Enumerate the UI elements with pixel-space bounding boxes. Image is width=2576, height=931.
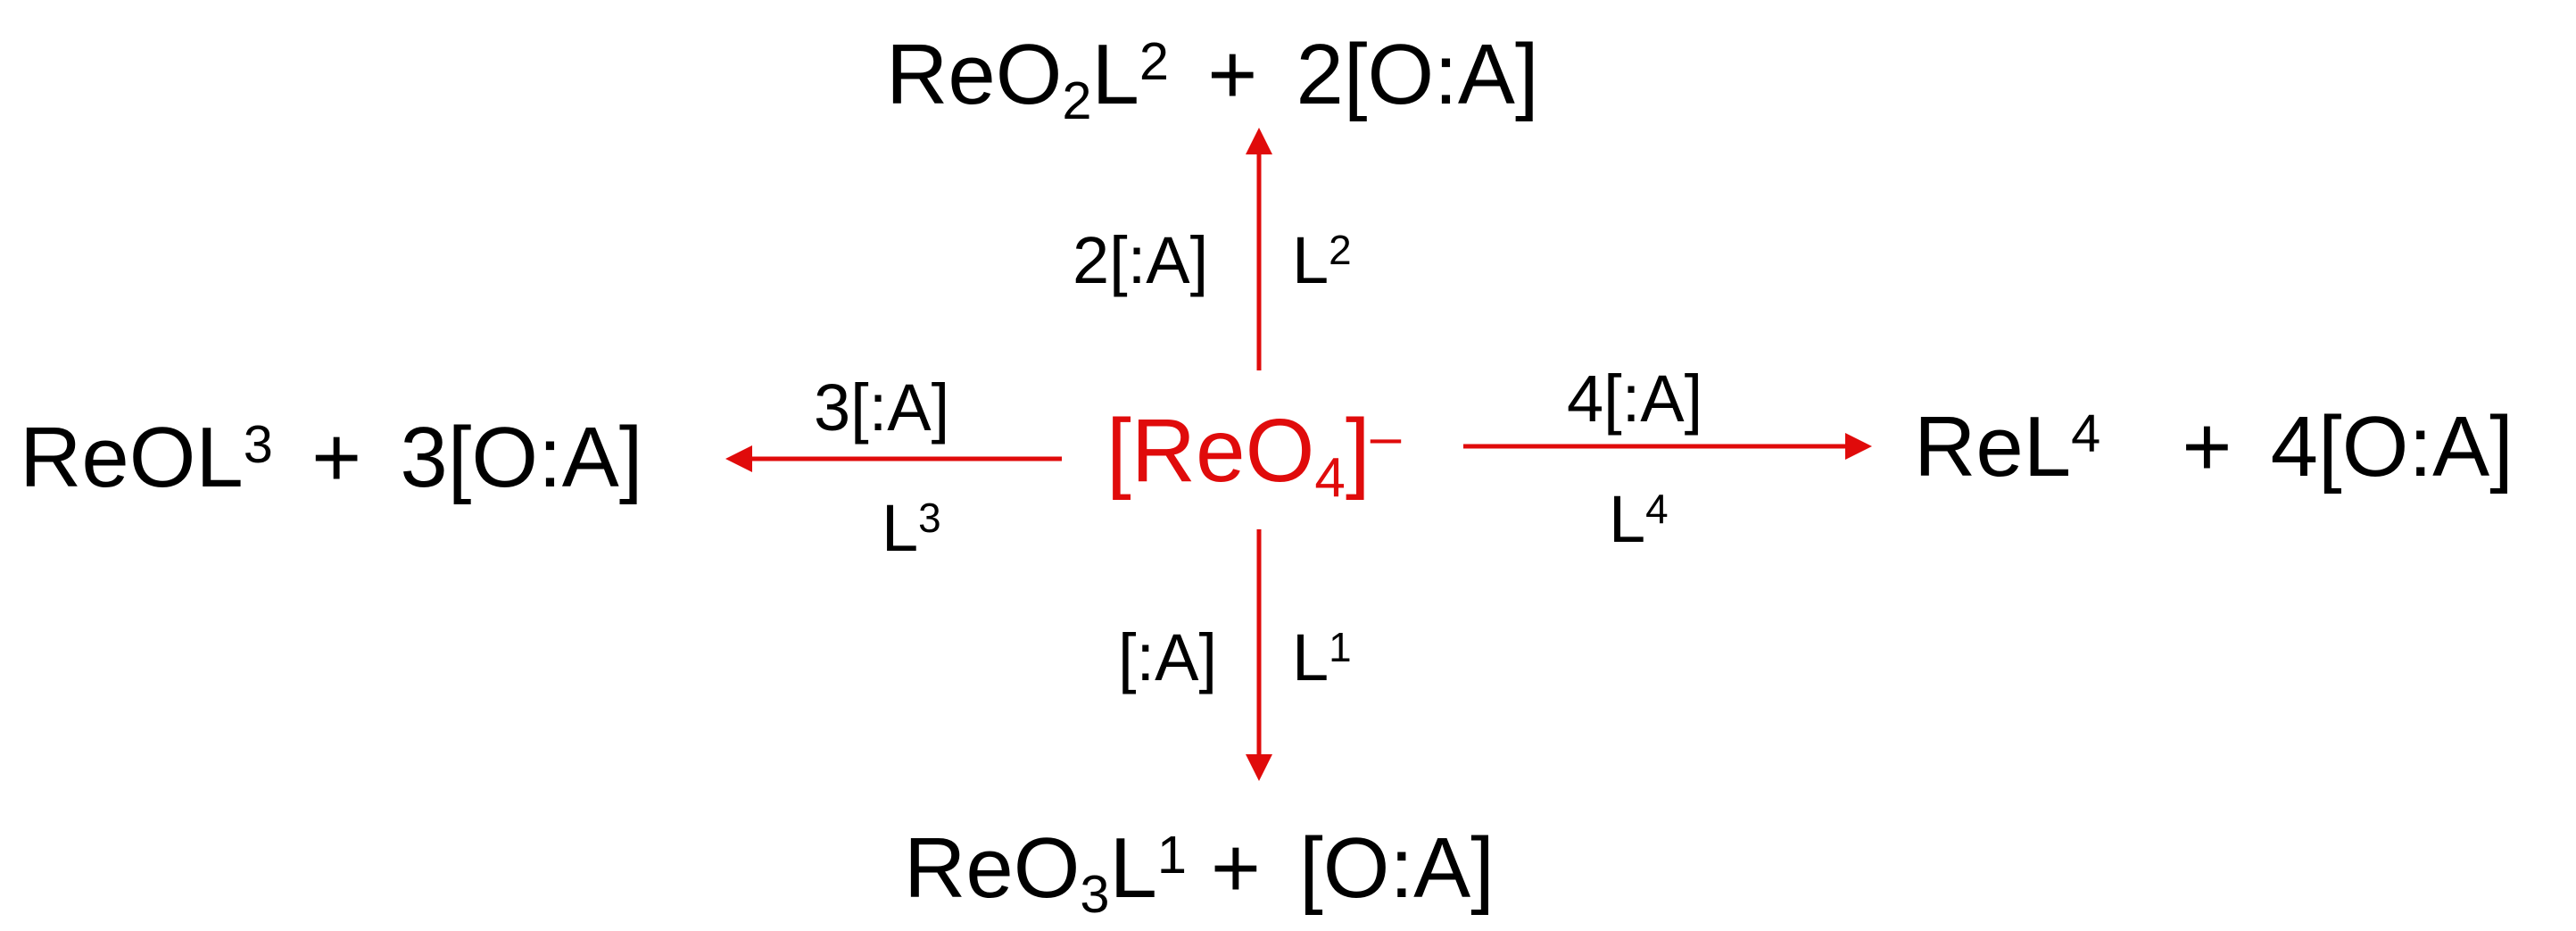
right-ligand: L4	[1609, 482, 1669, 556]
bottom-ligand: L1	[1292, 620, 1352, 694]
left-reagent: 3[:A]	[814, 370, 950, 445]
plus-sign: +	[311, 410, 362, 505]
left-product: ReOL3+3[O:A]	[20, 410, 643, 505]
bottom-coproduct: [O:A]	[1299, 820, 1495, 916]
perrhenate-reactant: [ReO4]–	[1106, 406, 1402, 506]
top-reagent: 2[:A]	[1073, 223, 1209, 297]
bottom-reagent: [:A]	[1118, 620, 1218, 694]
top-product: ReO2L2+2[O:A]	[886, 27, 1539, 130]
plus-sign: +	[1210, 820, 1261, 916]
bottom-product: ReO3L1+[O:A]	[904, 820, 1495, 924]
plus-sign: +	[1207, 27, 1258, 122]
reactant-charge: –	[1370, 406, 1402, 469]
reactant-bracket: ]	[1345, 401, 1371, 501]
reactant-oxygen-count: 4	[1314, 447, 1346, 510]
top-coproduct: 2[O:A]	[1296, 27, 1539, 122]
right-product: ReL4+4[O:A]	[1914, 399, 2514, 495]
reactant-formula: [ReO	[1106, 401, 1315, 501]
plus-sign: +	[2182, 399, 2232, 495]
right-reagent: 4[:A]	[1567, 362, 1703, 436]
right-coproduct: 4[O:A]	[2270, 399, 2514, 495]
left-ligand: L3	[882, 491, 941, 565]
left-coproduct: 3[O:A]	[400, 410, 643, 505]
top-ligand: L2	[1292, 223, 1352, 297]
